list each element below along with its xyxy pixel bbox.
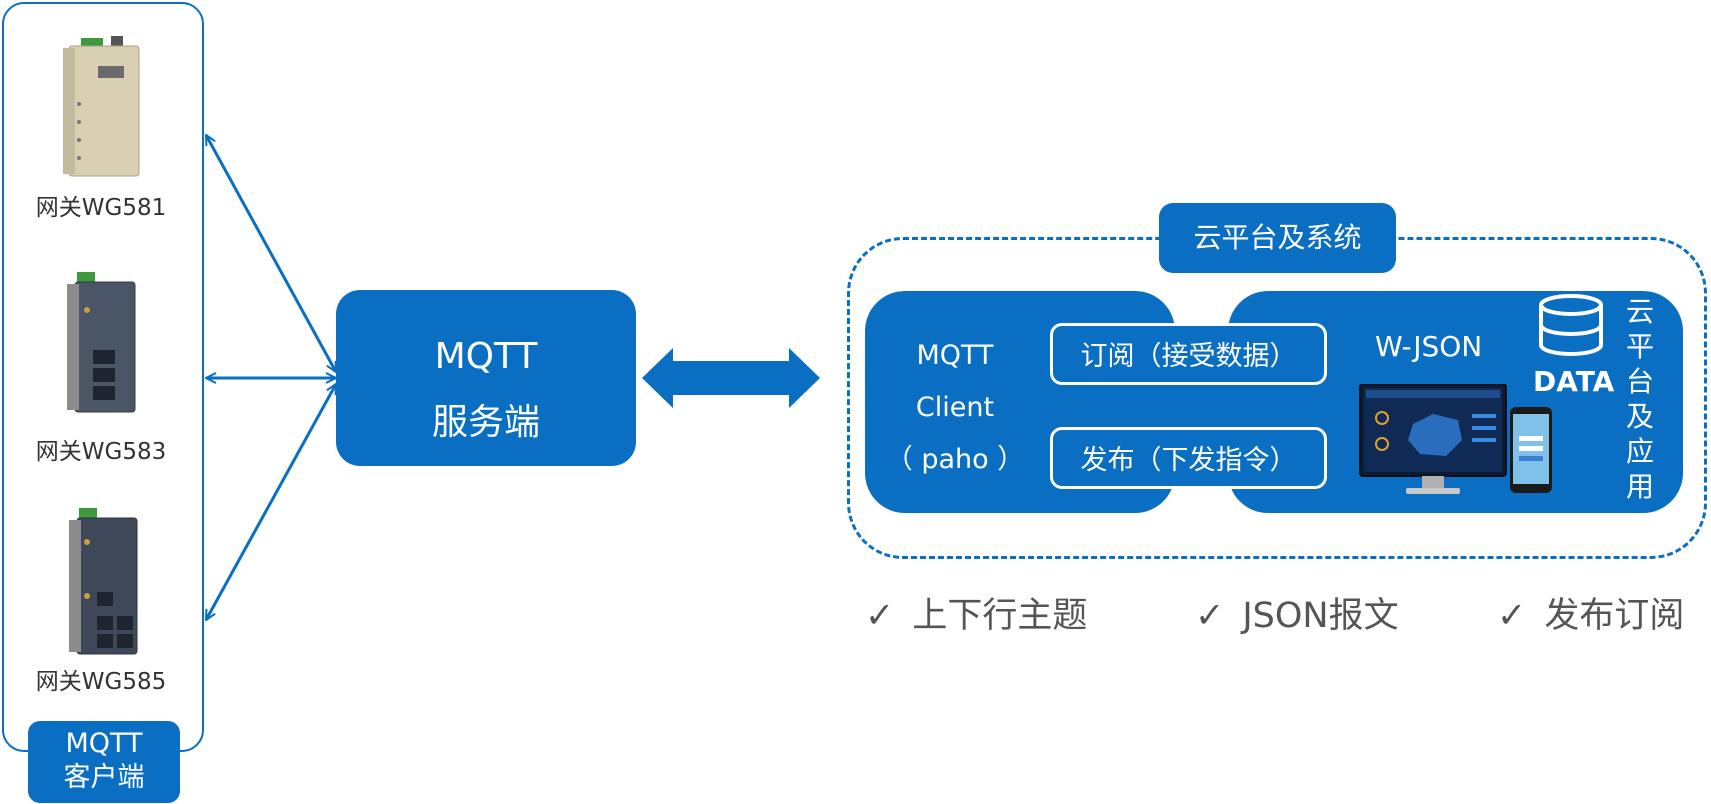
data-label: DATA <box>1533 365 1615 398</box>
feature-item: ✓ 上下行主题 <box>865 587 1087 638</box>
phone-app-image <box>1510 407 1552 493</box>
monitor-dashboard-image <box>1359 384 1507 494</box>
connector-wg581 <box>204 135 338 372</box>
subscribe-box: 订阅（接受数据） <box>1050 323 1327 385</box>
feature-label: JSON报文 <box>1242 596 1399 636</box>
wjson-label: W-JSON <box>1375 330 1483 363</box>
publish-box: 发布（下发指令） <box>1050 427 1327 489</box>
device-label: 网关WG581 <box>35 195 167 221</box>
feature-item: ✓ JSON报文 <box>1195 587 1399 638</box>
device-label: 网关WG583 <box>35 439 167 465</box>
cloud-app-label: 云平台及应用 <box>1625 295 1654 503</box>
client-badge-line2: 客户端 <box>63 762 145 793</box>
connector-wg585 <box>204 384 338 620</box>
client-line1: MQTT <box>916 340 994 371</box>
mqtt-client-badge: MQTT 客户端 <box>28 721 180 803</box>
gateway-wg581: 网关WG581 <box>36 30 166 221</box>
bidirectional-arrow <box>642 348 820 408</box>
check-icon: ✓ <box>1497 596 1527 636</box>
gateway-wg585: 网关WG585 <box>36 508 166 695</box>
feature-label: 上下行主题 <box>912 596 1088 636</box>
check-icon: ✓ <box>1195 596 1225 636</box>
gateway-wg583: 网关WG583 <box>36 272 166 465</box>
client-badge-line1: MQTT <box>65 728 143 759</box>
client-line3: （ paho ） <box>885 444 1025 475</box>
feature-label: 发布订阅 <box>1544 596 1685 636</box>
device-label: 网关WG585 <box>35 669 167 695</box>
gateway-wg585-image <box>69 508 138 655</box>
gateway-wg583-image <box>67 272 136 413</box>
feature-item: ✓ 发布订阅 <box>1497 587 1684 638</box>
cloud-platform-title: 云平台及系统 <box>1159 203 1396 273</box>
database-icon <box>1539 294 1603 356</box>
check-icon: ✓ <box>865 596 895 636</box>
client-line2: Client <box>915 392 995 423</box>
gateway-wg581-image <box>63 36 140 177</box>
server-line1: MQTT <box>434 336 538 377</box>
mqtt-client-label: MQTT Client （ paho ） <box>880 330 1030 486</box>
mqtt-server-box: MQTT 服务端 <box>336 290 636 466</box>
server-line2: 服务端 <box>431 402 540 443</box>
